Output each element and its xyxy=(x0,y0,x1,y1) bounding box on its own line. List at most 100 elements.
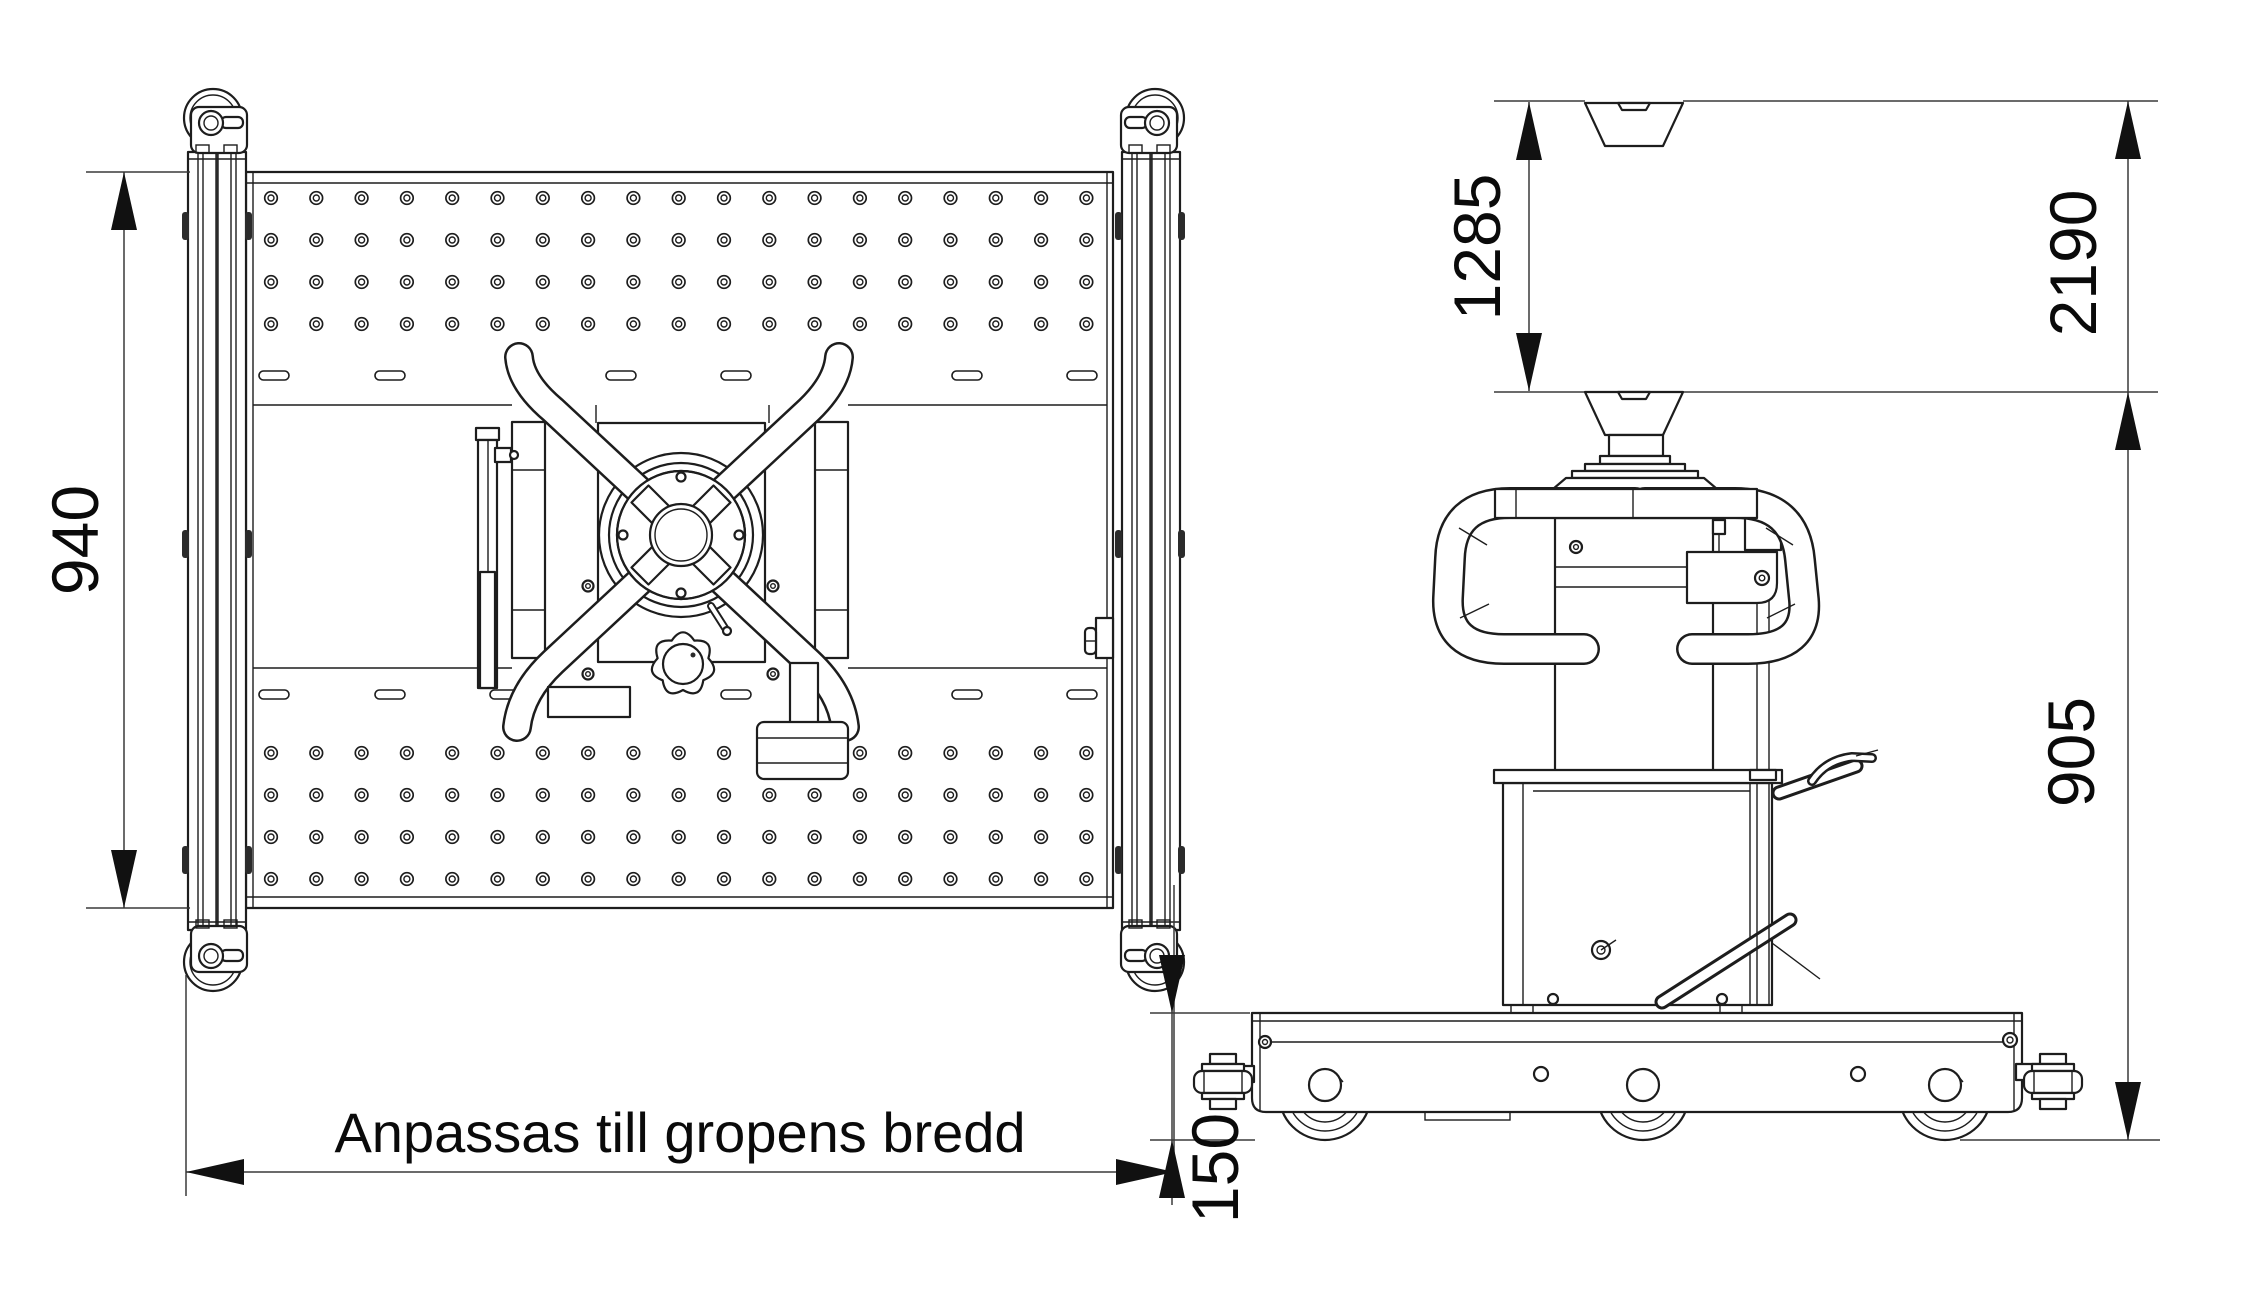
plate-hole xyxy=(943,232,958,248)
plate-hole xyxy=(716,745,732,761)
plate-hole xyxy=(445,316,460,332)
plate-hole xyxy=(626,316,641,332)
plate-hole-inner xyxy=(1037,320,1045,328)
plate-hole-inner xyxy=(675,278,683,286)
plate-hole xyxy=(807,274,822,290)
plate-hole xyxy=(988,871,1003,887)
corner-roller-brackets xyxy=(189,105,1179,974)
plate-hole-inner xyxy=(448,833,456,841)
plate-hole-inner xyxy=(357,278,366,286)
plate-hole xyxy=(988,829,1003,845)
plate-hole xyxy=(898,190,913,206)
plate-hole xyxy=(580,745,596,761)
left-rail xyxy=(182,150,252,932)
plate-hole-inner xyxy=(629,236,638,244)
arrowhead-right-icon xyxy=(1116,1159,1174,1185)
plate-hole-inner xyxy=(675,833,683,841)
plate-hole xyxy=(852,232,868,248)
plate-hole xyxy=(263,190,279,206)
plate-hole xyxy=(626,190,641,206)
plate-hole xyxy=(1079,232,1094,248)
plate-hole-inner xyxy=(357,875,366,883)
plate-hole-inner xyxy=(992,236,1000,244)
plate-hole-inner xyxy=(267,278,275,286)
plate-hole xyxy=(535,787,550,803)
axle-hole xyxy=(1625,1067,1661,1103)
plate-hole-inner xyxy=(403,749,411,757)
plate-hole xyxy=(354,232,369,248)
plate-hole xyxy=(535,829,550,845)
plate-hole xyxy=(309,787,324,803)
dimension-1285: 1285 xyxy=(1440,102,1542,391)
hydraulic-fitting xyxy=(474,426,520,690)
plate-hole xyxy=(580,871,596,887)
plate-hole-inner xyxy=(946,833,955,841)
plate-hole-inner xyxy=(403,875,411,883)
plate-hole-inner xyxy=(448,791,456,799)
plate-hole-inner xyxy=(312,320,320,328)
plate-hole-inner xyxy=(1037,833,1045,841)
plate-slot xyxy=(605,370,637,381)
plate-hole xyxy=(898,787,913,803)
plate-hole xyxy=(354,787,369,803)
plate-hole xyxy=(263,829,279,845)
plate-hole-inner xyxy=(765,236,773,244)
plate-hole xyxy=(807,232,822,248)
plate-hole xyxy=(399,829,415,845)
arrowhead-down-icon xyxy=(2115,1082,2141,1140)
plate-hole-inner xyxy=(946,320,955,328)
plate-hole-inner xyxy=(539,833,547,841)
plate-hole-inner xyxy=(629,278,638,286)
saddle-raised xyxy=(1583,101,1685,148)
plate-hole-inner xyxy=(856,791,864,799)
plate-hole xyxy=(762,274,777,290)
plate-hole xyxy=(671,274,686,290)
plate-hole-inner xyxy=(448,320,456,328)
plate-hole-inner xyxy=(856,875,864,883)
plate-hole xyxy=(762,829,777,845)
plate-hole xyxy=(716,274,732,290)
plate-hole xyxy=(626,232,641,248)
plate-hole xyxy=(354,190,369,206)
guide-roller-right xyxy=(2014,1052,2084,1111)
plate-slot xyxy=(951,689,983,700)
dimension-150: 150 xyxy=(1150,955,1255,1223)
plate-hole-inner xyxy=(493,278,502,286)
plate-hole-inner xyxy=(403,194,411,202)
plate-hole xyxy=(535,316,550,332)
clamp-knob xyxy=(650,631,716,695)
plate-hole xyxy=(535,232,550,248)
plate-hole xyxy=(535,274,550,290)
plate-hole-inner xyxy=(992,875,1000,883)
plate-hole xyxy=(807,190,822,206)
plate-hole xyxy=(309,745,324,761)
plate-hole-inner xyxy=(448,278,456,286)
plate-slot xyxy=(374,370,406,381)
plate-hole-inner xyxy=(267,749,275,757)
plate-hole-inner xyxy=(312,791,320,799)
plate-hole-inner xyxy=(539,749,547,757)
plate-hole-inner xyxy=(312,875,320,883)
plate-hole xyxy=(898,829,913,845)
reference-lines xyxy=(1494,100,2160,1141)
plate-slot xyxy=(720,689,752,700)
plate-hole-inner xyxy=(765,278,773,286)
plate-hole-inner xyxy=(629,749,638,757)
plate-hole-inner xyxy=(539,875,547,883)
plate-hole-inner xyxy=(992,749,1000,757)
plate-hole-inner xyxy=(312,749,320,757)
plate-hole-inner xyxy=(357,320,366,328)
release-knob xyxy=(1590,939,1617,961)
plate-hole xyxy=(1033,829,1049,845)
plate-hole-inner xyxy=(765,194,773,202)
plate-hole xyxy=(988,190,1003,206)
dimension-label-905: 905 xyxy=(2034,697,2108,807)
dimension-label-940: 940 xyxy=(38,485,112,595)
plate-hole xyxy=(852,274,868,290)
plate-hole xyxy=(943,274,958,290)
plate-hole-inner xyxy=(539,236,547,244)
plate-hole-inner xyxy=(720,194,728,202)
plate-hole xyxy=(1079,745,1094,761)
plate-hole xyxy=(943,316,958,332)
plate-hole xyxy=(988,274,1003,290)
